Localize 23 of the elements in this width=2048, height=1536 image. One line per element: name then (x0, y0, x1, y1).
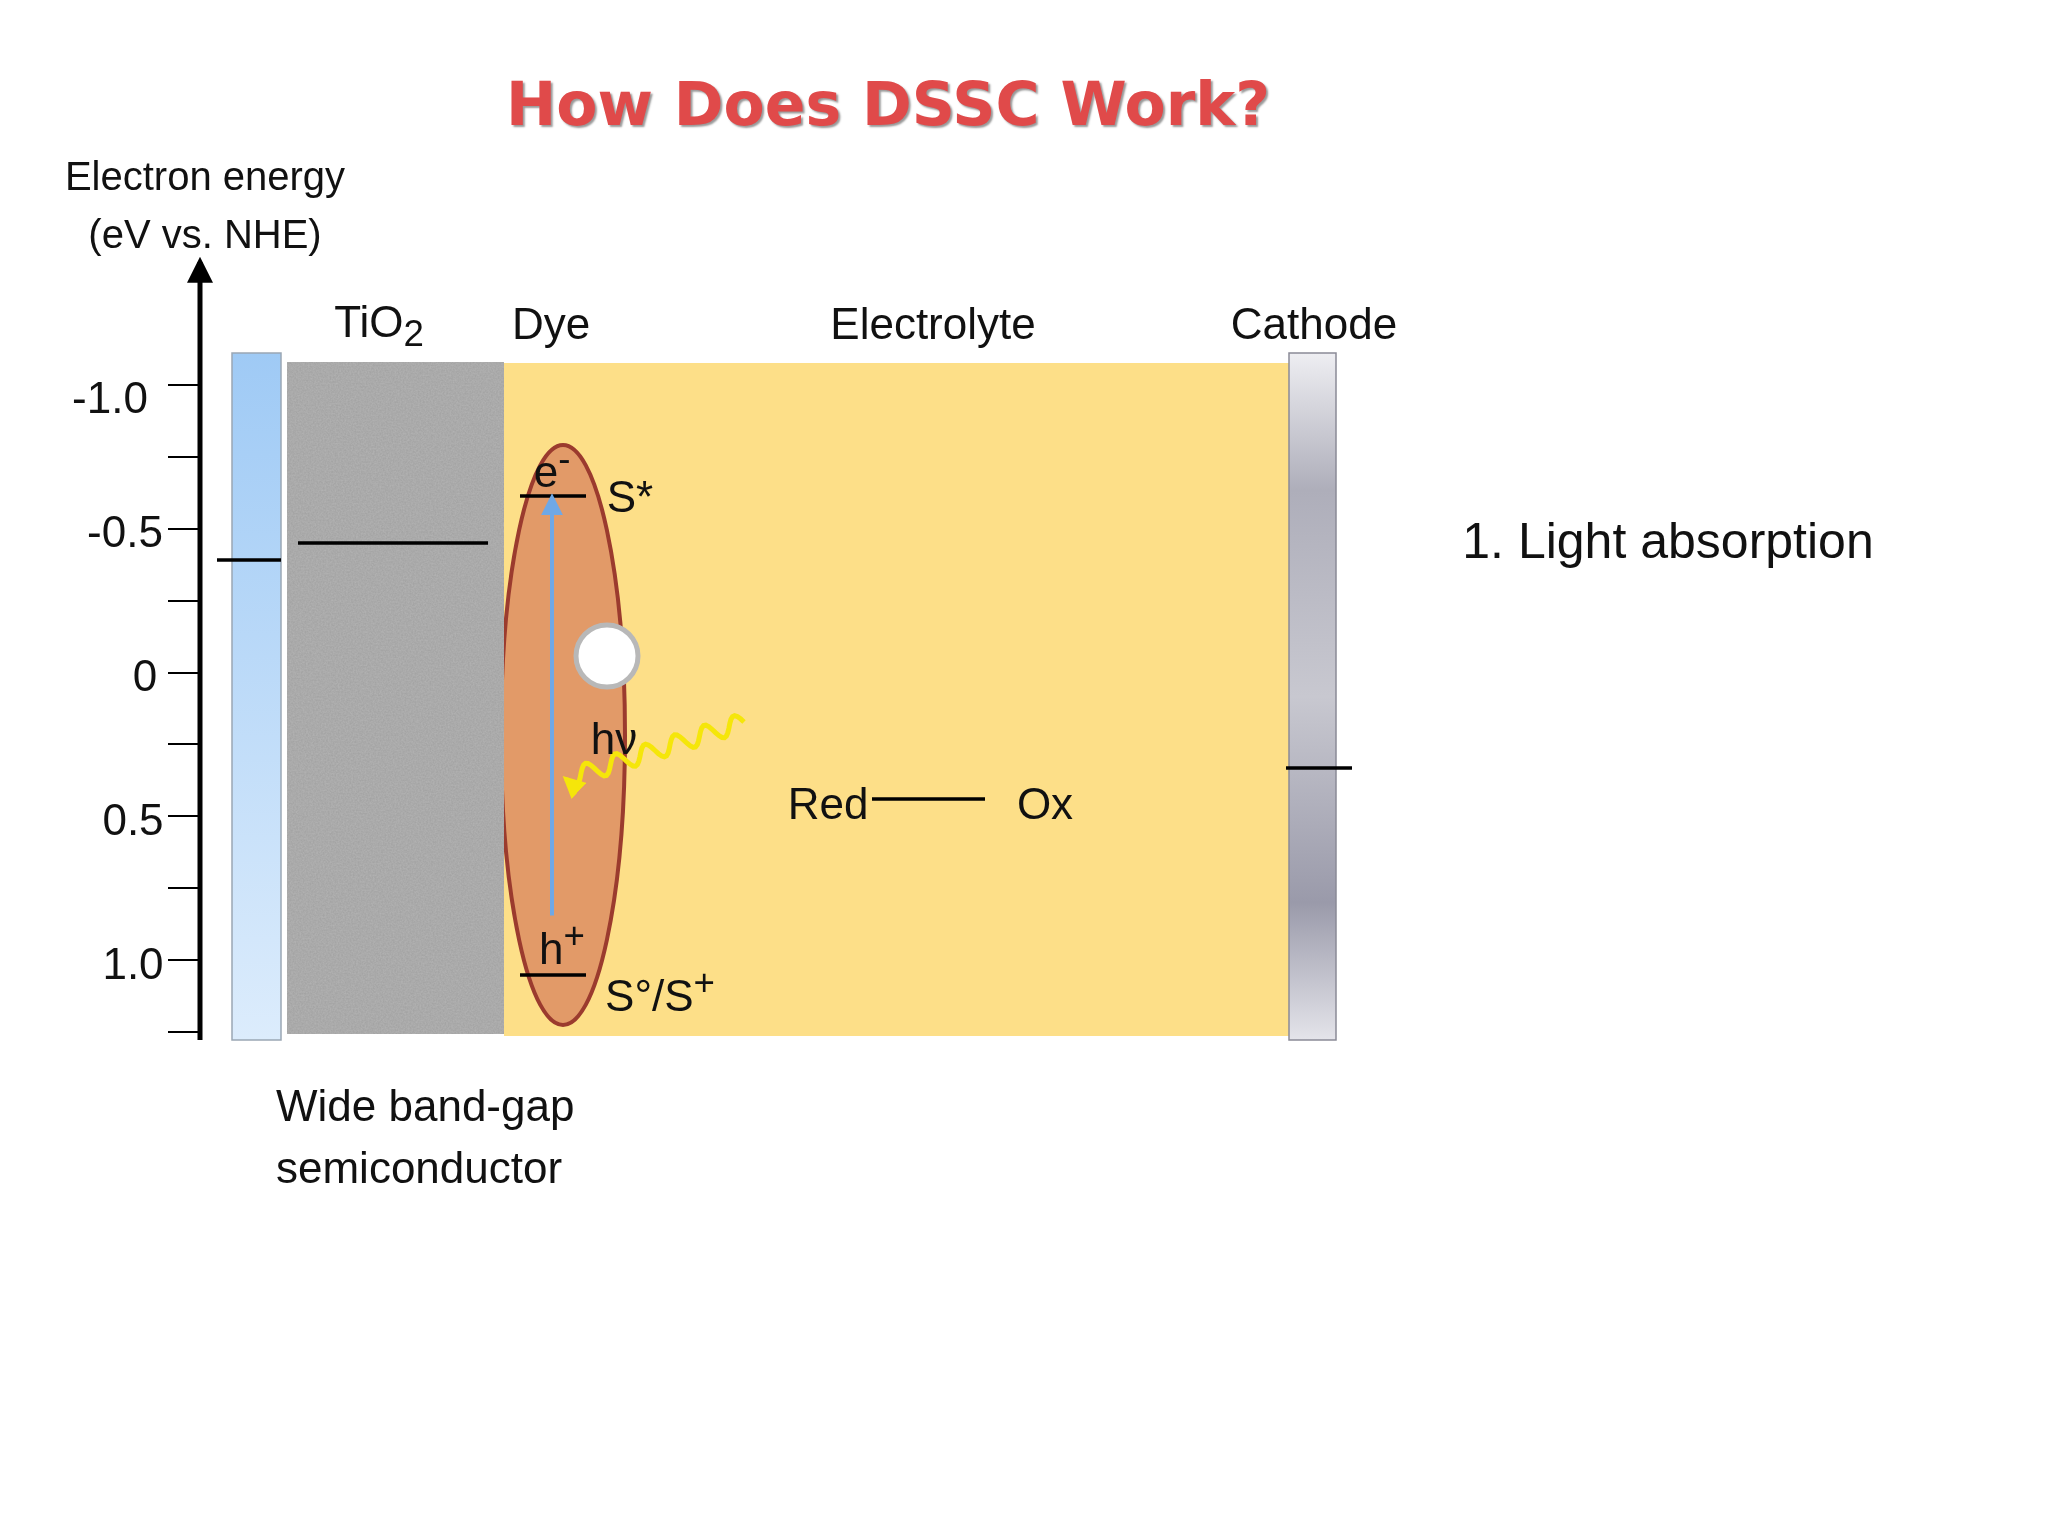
step-text: 1. Light absorption (1462, 513, 1874, 571)
tick-label: 0.5 (102, 794, 164, 846)
layer-label: Dye (511, 298, 591, 350)
title: How Does DSSC Work? (505, 69, 1271, 139)
state-label: S* (606, 471, 654, 523)
electron-label: e$^{-}$ (529, 438, 575, 498)
layer-label: Electrolyte (830, 298, 1036, 350)
arrow (541, 493, 563, 916)
tick-label: 0 (132, 650, 158, 702)
cathode-bar (1288, 352, 1337, 1041)
electrode-bar (231, 352, 282, 1041)
tick-label: -0.5 (87, 506, 163, 558)
redox-label: Red (787, 778, 869, 830)
redox-label: Ox (1016, 778, 1074, 830)
hole-label: h$^{+}$ (535, 915, 589, 975)
tick-label: 1.0 (102, 938, 164, 990)
tick-label: -1.0 (72, 372, 148, 424)
state-label: S°/S$^{+}$ (605, 962, 715, 1022)
material-label: Wide band-gap semiconductor (276, 1080, 576, 1194)
layer-label: TiO$_{2}$ (334, 296, 424, 356)
photon-label: hν (590, 713, 638, 765)
layer-label: Cathode (1230, 298, 1398, 350)
axis-label: Electron energy (eV vs. NHE) (63, 153, 347, 258)
